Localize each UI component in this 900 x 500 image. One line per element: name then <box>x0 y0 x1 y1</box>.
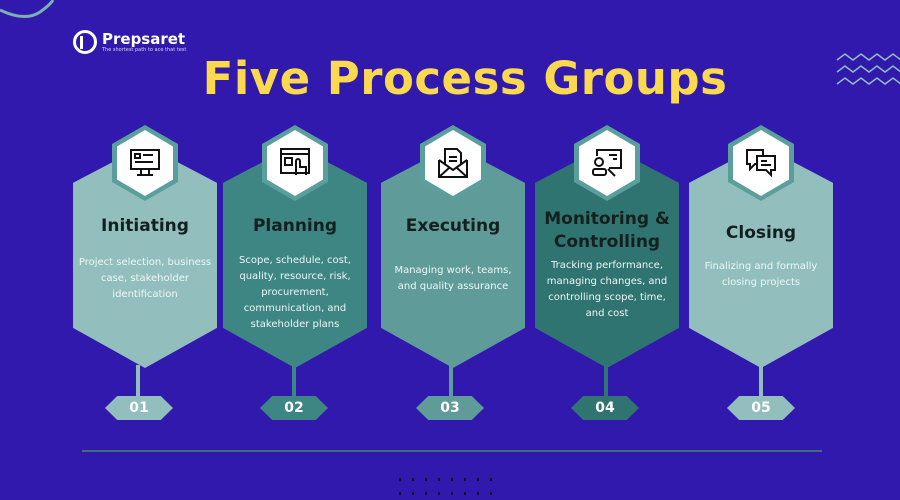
connector <box>292 365 296 397</box>
process-card-monitoring-controlling: Monitoring & Controlling Tracking perfor… <box>535 125 679 368</box>
step-number-badge: 05 <box>727 396 795 420</box>
step-number-badge: 03 <box>416 396 484 420</box>
process-card-planning: Planning Scope, schedule, cost, quality,… <box>223 125 367 368</box>
card-title: Planning <box>252 216 338 236</box>
card-title: Closing <box>725 223 797 243</box>
browser-touch-icon <box>280 148 310 175</box>
connector <box>136 365 140 397</box>
envelope-letter-icon <box>438 148 468 178</box>
step-number-badge: 01 <box>105 396 173 420</box>
card-title: Monitoring & Controlling <box>544 209 670 252</box>
brand-tagline: The shortest path to ace that test <box>102 47 187 53</box>
card-title: Executing <box>405 216 501 236</box>
connector <box>759 365 763 397</box>
card-description: Scope, schedule, cost, quality, resource… <box>239 255 351 330</box>
icon-badge <box>112 125 178 201</box>
card-description: Managing work, teams, and quality assura… <box>394 265 512 292</box>
chat-bubbles-icon <box>746 149 776 178</box>
icon-badge <box>420 125 486 201</box>
connector <box>449 365 453 397</box>
decorative-curve <box>0 0 55 18</box>
step-number-badge: 02 <box>260 396 328 420</box>
presentation-user-icon <box>592 149 622 177</box>
card-description: Finalizing and formally closing projects <box>704 261 818 288</box>
chevron-pattern-icon <box>836 53 900 85</box>
process-card-initiating: Initiating Project selection, business c… <box>73 125 217 368</box>
brand-name: Prepsaret <box>102 30 186 48</box>
icon-badge <box>728 125 794 201</box>
step-number-badge: 04 <box>571 396 639 420</box>
divider-line <box>82 450 822 452</box>
process-card-executing: Executing Managing work, teams, and qual… <box>381 125 525 368</box>
connector <box>604 365 608 397</box>
dot-pattern <box>399 478 494 495</box>
page-title: Five Process Groups <box>202 52 728 105</box>
card-title: Initiating <box>101 216 189 236</box>
logo-icon <box>73 30 97 54</box>
icon-badge <box>574 125 640 201</box>
card-description: Project selection, business case, stakeh… <box>78 257 212 300</box>
icon-badge <box>262 125 328 201</box>
process-card-closing: Closing Finalizing and formally closing … <box>689 125 833 368</box>
brand-logo: Prepsaret The shortest path to ace that … <box>73 30 186 54</box>
monitor-profile-icon <box>130 149 160 176</box>
card-description: Tracking performance, managing changes, … <box>546 260 668 319</box>
